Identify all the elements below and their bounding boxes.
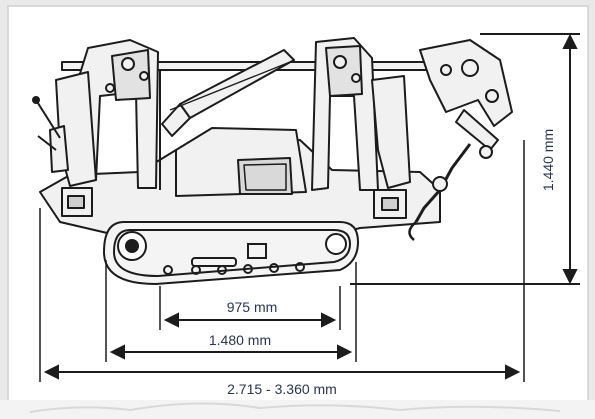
- dimension-label-height: 1.440 mm: [540, 129, 556, 191]
- dimension-label-track-contact: 975 mm: [227, 299, 278, 315]
- crawler-track: [102, 221, 360, 286]
- dimension-label-overall-width: 2.715 - 3.360 mm: [227, 381, 337, 397]
- crane-outline: [32, 37, 513, 241]
- dimension-label-track-length: 1.480 mm: [209, 332, 271, 348]
- dimension-lines: [39, 33, 580, 382]
